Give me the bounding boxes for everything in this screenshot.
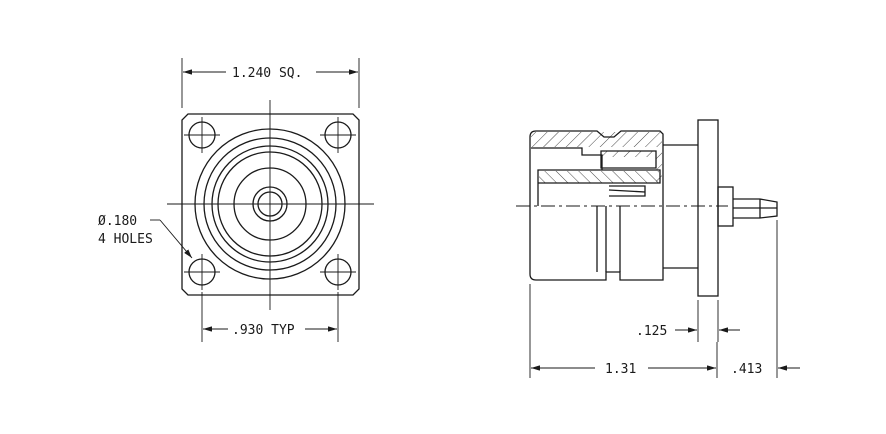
dim-width-label: 1.240 SQ. — [232, 66, 302, 81]
front-view: 1.240 SQ. .930 TYP Ø.180 4 HOLES — [98, 58, 374, 342]
dim-hole-spacing-label: .930 TYP — [232, 323, 295, 338]
hole-diameter-label: Ø.180 — [98, 214, 137, 229]
center-pin — [733, 198, 778, 219]
hole-count-label: 4 HOLES — [98, 232, 153, 247]
dim-pin-length-label: .413 — [731, 362, 762, 377]
centerlines — [167, 100, 374, 310]
flange-outline — [181, 113, 360, 296]
dim-flange-thickness-label: .125 — [636, 324, 667, 339]
mounting-holes — [184, 117, 356, 290]
side-view: .125 1.31 .413 — [516, 119, 800, 378]
flange — [697, 119, 719, 297]
dim-body-length-label: 1.31 — [605, 362, 636, 377]
